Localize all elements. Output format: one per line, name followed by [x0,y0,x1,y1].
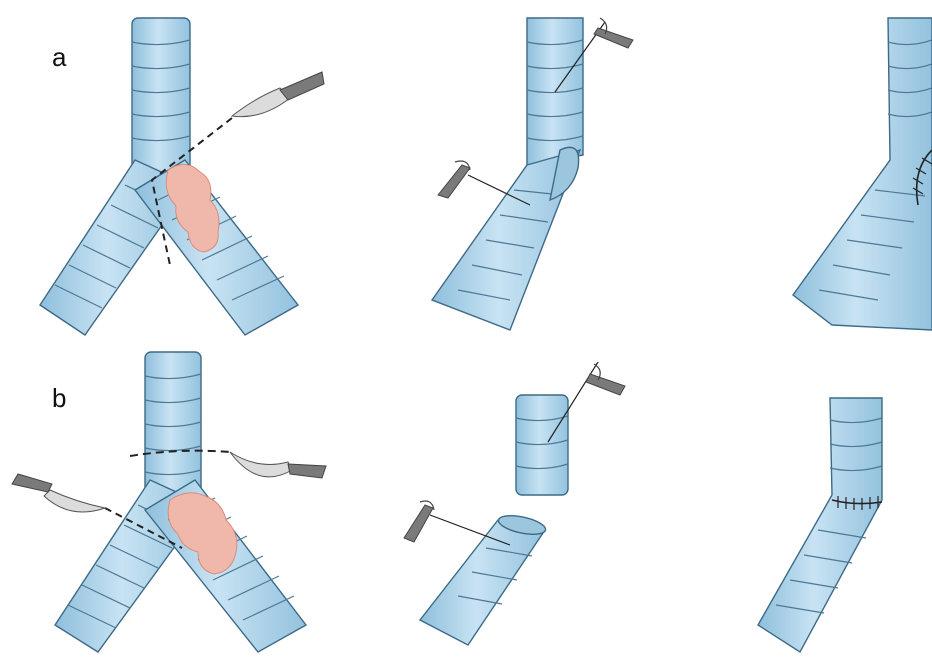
tumor [168,493,237,574]
suture-needle-icon [404,501,434,542]
trachea-segment [516,395,568,495]
panel-b-right-completed-anastomosis [758,398,882,652]
trachea [132,18,190,173]
panel-b-left-carina-with-tumor: b [12,352,326,652]
scalpel-icon [12,474,105,512]
bronchus-segment [420,512,547,645]
panel-b-middle-separated-segments [404,362,625,645]
right-main-bronchus [135,160,298,335]
trachea [145,352,201,497]
panel-a-right-completed-anastomosis [793,18,932,330]
suture-needle-icon [586,364,625,395]
scalpel-icon [230,452,326,478]
panel-label-b: b [52,383,66,413]
panel-a-middle-sleeve-resection [432,18,633,330]
suture-needle-icon [594,18,633,48]
panel-label-a: a [52,42,67,72]
panel-a-left-carina-with-tumor: a [40,18,324,335]
scalpel-icon [232,72,324,117]
suture-needle-icon [438,161,470,198]
